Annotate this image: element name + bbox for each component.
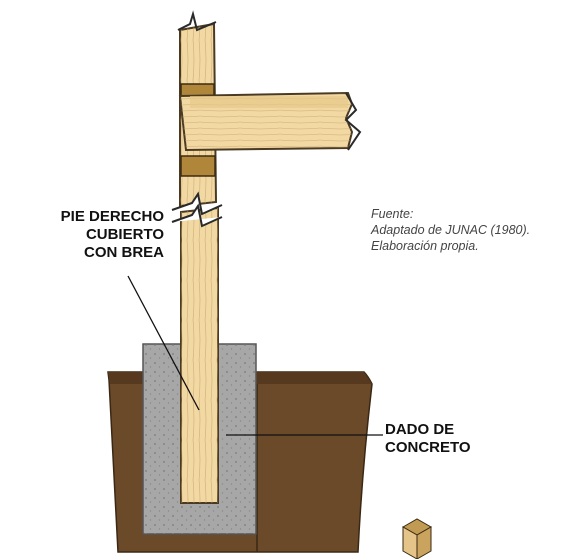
label-pie-derecho: PIE DERECHO CUBIERTO CON BREA: [6, 208, 164, 262]
break-symbol-beam: [344, 92, 362, 151]
label-dado-line-1: DADO DE: [385, 421, 455, 438]
source-line-3: Elaboración propia.: [371, 239, 479, 253]
wood-post-lower: [180, 206, 219, 504]
wood-blocking-lower: [180, 155, 216, 177]
leader-line-post: [127, 275, 200, 411]
label-pie-derecho-line-1: PIE DERECHO: [60, 208, 164, 225]
source-line-1: Fuente:: [371, 207, 414, 221]
label-dado-de-concreto: DADO DE CONCRETO: [385, 421, 471, 457]
wood-cube-icon: [401, 518, 433, 559]
source-note: Fuente: Adaptado de JUNAC (1980). Elabor…: [371, 206, 530, 254]
break-symbol-top: [177, 10, 217, 32]
break-symbol-middle: [171, 191, 223, 228]
wood-beam: [178, 91, 354, 152]
label-pie-derecho-line-3: CON BREA: [83, 244, 164, 261]
label-dado-line-2: CONCRETO: [385, 439, 471, 456]
label-pie-derecho-line-2: CUBIERTO: [85, 226, 164, 243]
source-line-2: Adaptado de JUNAC (1980).: [371, 223, 531, 237]
